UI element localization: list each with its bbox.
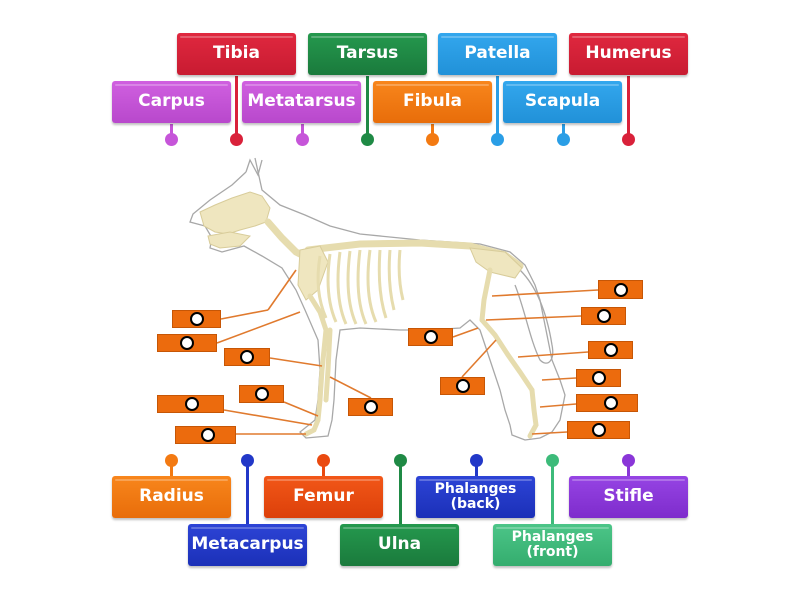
drop-target-icon	[189, 312, 204, 326]
drop-target-icon	[423, 330, 438, 344]
metatarsus-pin-icon	[296, 133, 309, 146]
label-tarsus[interactable]: Tarsus	[308, 33, 427, 75]
label-metatarsus[interactable]: Metatarsus	[242, 81, 361, 123]
dropzone-7[interactable]	[348, 398, 393, 416]
phalanges-back-stem	[475, 462, 478, 476]
drop-target-icon	[363, 400, 378, 414]
fibula-pin-icon	[426, 133, 439, 146]
label-patella[interactable]: Patella	[438, 33, 557, 75]
dropzone-10[interactable]	[408, 328, 453, 346]
label-metacarpus[interactable]: Metacarpus	[188, 524, 307, 566]
ulna-pin-icon	[394, 454, 407, 467]
phalanges-front-pin-icon	[546, 454, 559, 467]
dropzone-1[interactable]	[172, 310, 221, 328]
femur-pin-icon	[317, 454, 330, 467]
drop-target-icon	[254, 387, 269, 401]
tarsus-stem	[366, 76, 369, 138]
dropzone-5[interactable]	[157, 395, 224, 413]
label-phalanges-back[interactable]: Phalanges (back)	[416, 476, 535, 518]
label-tibia[interactable]: Tibia	[177, 33, 296, 75]
label-phalanges-back-line2: (back)	[450, 496, 501, 512]
label-femur[interactable]: Femur	[264, 476, 383, 518]
drop-target-icon	[240, 350, 254, 364]
dropzone-9[interactable]	[581, 307, 626, 325]
ulna-stem	[399, 462, 402, 524]
radius-pin-icon	[165, 454, 178, 467]
drop-target-icon	[604, 396, 618, 410]
leader-lines	[216, 269, 599, 435]
femur-stem	[322, 462, 325, 476]
stifle-pin-icon	[622, 454, 635, 467]
front-leg-bones	[303, 293, 333, 437]
drop-target-icon	[180, 336, 194, 350]
carpus-stem	[170, 124, 173, 138]
drop-target-icon	[613, 282, 628, 297]
label-phalanges-front[interactable]: Phalanges (front)	[493, 524, 612, 566]
drop-target-icon	[603, 343, 618, 357]
dropzone-13[interactable]	[576, 369, 621, 387]
skull	[199, 191, 271, 249]
label-stifle[interactable]: Stifle	[569, 476, 688, 518]
label-phalanges-front-line1: Phalanges	[511, 529, 594, 546]
ribs	[316, 249, 405, 325]
patella-stem	[496, 76, 499, 138]
label-phalanges-front-line2: (front)	[526, 544, 579, 560]
drop-target-icon	[185, 397, 199, 411]
drop-target-icon	[596, 309, 611, 323]
label-radius[interactable]: Radius	[112, 476, 231, 518]
dropzone-15[interactable]	[567, 421, 630, 439]
radius-stem	[170, 462, 173, 476]
stifle-stem	[627, 462, 630, 476]
tibia-stem	[235, 76, 238, 138]
dropzone-11[interactable]	[588, 341, 633, 359]
drop-target-icon	[591, 423, 606, 437]
patella-pin-icon	[491, 133, 504, 146]
metacarpus-pin-icon	[241, 454, 254, 467]
humerus-pin-icon	[622, 133, 635, 146]
scapula-stem	[562, 124, 565, 138]
phalanges-front-stem	[551, 462, 554, 524]
label-fibula[interactable]: Fibula	[373, 81, 492, 123]
label-scapula[interactable]: Scapula	[503, 81, 622, 123]
dropzone-6[interactable]	[175, 426, 236, 444]
dropzone-12[interactable]	[440, 377, 485, 395]
drop-target-icon	[201, 428, 215, 442]
tarsus-pin-icon	[361, 133, 374, 146]
dropzone-4[interactable]	[239, 385, 284, 403]
label-phalanges-back-line1: Phalanges	[434, 481, 517, 498]
scapula-pin-icon	[557, 133, 570, 146]
metatarsus-stem	[301, 124, 304, 138]
humerus-stem	[627, 76, 630, 138]
phalanges-back-pin-icon	[470, 454, 483, 467]
label-ulna[interactable]: Ulna	[340, 524, 459, 566]
dropzone-8[interactable]	[598, 280, 643, 299]
tibia-pin-icon	[230, 133, 243, 146]
drop-target-icon	[455, 379, 470, 393]
carpus-pin-icon	[165, 133, 178, 146]
dropzone-2[interactable]	[157, 334, 217, 352]
fibula-stem	[431, 124, 434, 138]
hind-leg-bones	[479, 267, 539, 439]
label-carpus[interactable]: Carpus	[112, 81, 231, 123]
drop-target-icon	[591, 371, 606, 385]
label-humerus[interactable]: Humerus	[569, 33, 688, 75]
dropzone-14[interactable]	[576, 394, 638, 412]
dropzone-3[interactable]	[224, 348, 270, 366]
metacarpus-stem	[246, 462, 249, 524]
